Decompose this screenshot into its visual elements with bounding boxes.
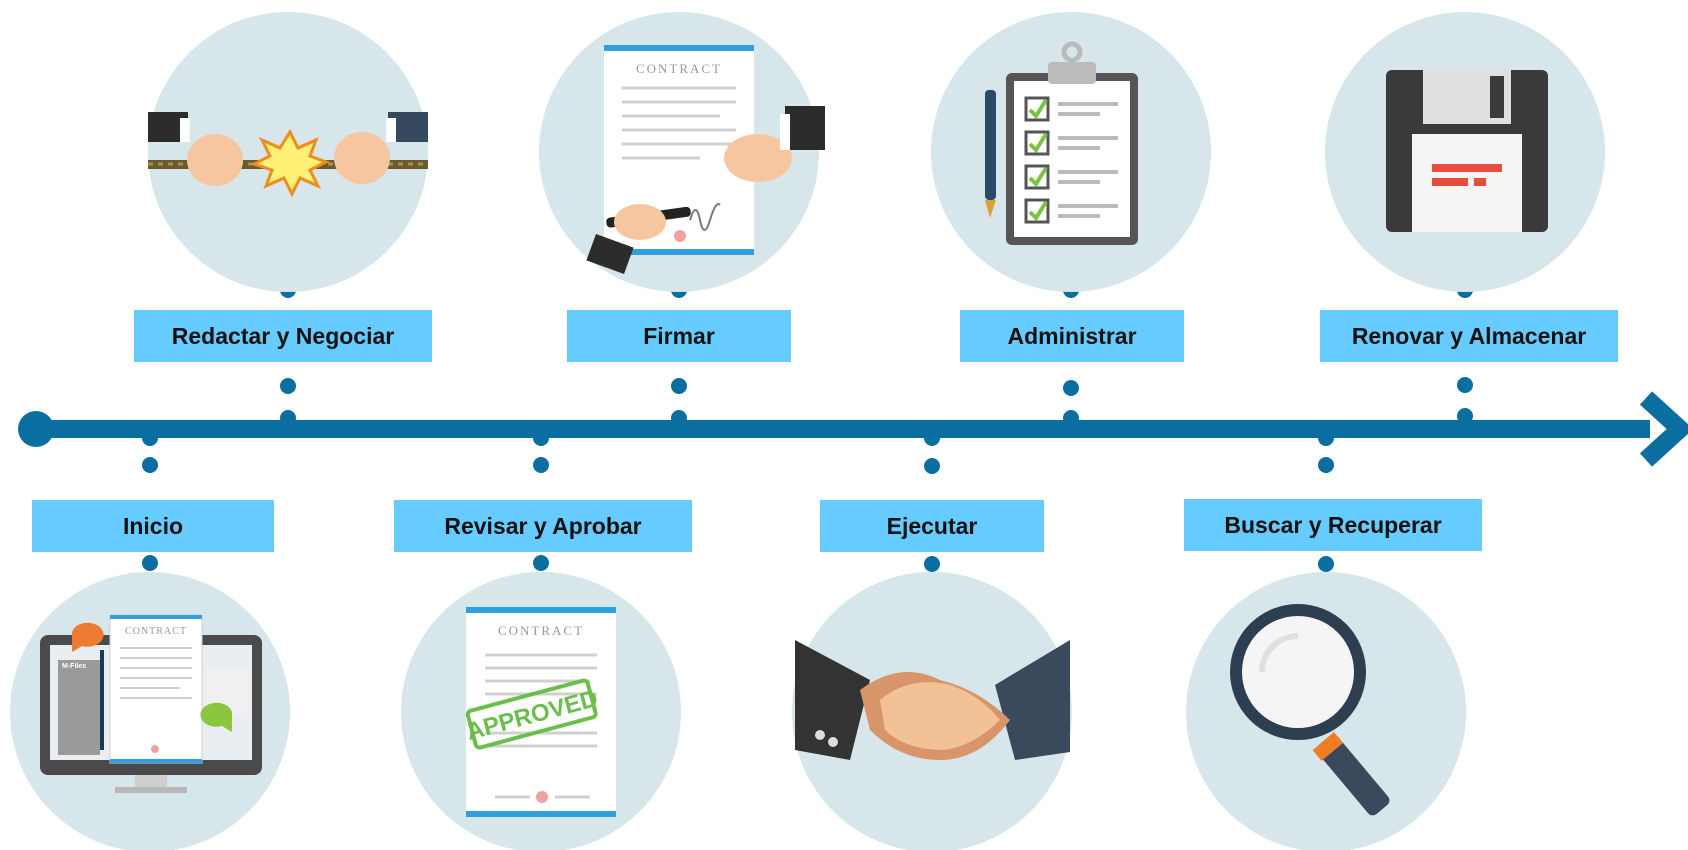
stage-label-redactar: Redactar y Negociar bbox=[134, 310, 432, 362]
approved-contract-icon: CONTRACT APPROVED bbox=[401, 572, 681, 850]
stage-label-text: Revisar y Aprobar bbox=[444, 512, 642, 539]
stage-label-text: Redactar y Negociar bbox=[171, 322, 395, 349]
stage-label-firmar: Firmar bbox=[567, 310, 791, 362]
magnifying-glass-icon bbox=[1186, 572, 1466, 850]
svg-text:CONTRACT: CONTRACT bbox=[636, 61, 722, 76]
bottom-connectors bbox=[142, 430, 1334, 572]
svg-text:CONTRACT: CONTRACT bbox=[498, 623, 584, 638]
stage-label-text: Ejecutar bbox=[886, 512, 978, 539]
signing-contract-icon: CONTRACT bbox=[539, 12, 825, 292]
stage-label-administrar: Administrar bbox=[960, 310, 1184, 362]
stage-label-text: Buscar y Recuperar bbox=[1224, 511, 1442, 538]
clipboard-checklist-icon bbox=[931, 12, 1211, 292]
tug-of-war-hands-icon bbox=[148, 12, 428, 292]
stage-label-renovar: Renovar y Almacenar bbox=[1320, 310, 1618, 362]
stage-label-text: Renovar y Almacenar bbox=[1351, 322, 1587, 349]
svg-text:CONTRACT: CONTRACT bbox=[125, 626, 187, 637]
timeline-axis bbox=[18, 391, 1688, 467]
stage-label-revisar: Revisar y Aprobar bbox=[394, 500, 692, 552]
stage-label-buscar: Buscar y Recuperar bbox=[1184, 499, 1482, 551]
handshake-icon bbox=[792, 572, 1072, 850]
monitor-contract-icon: M-Files CONTRACT bbox=[10, 572, 290, 850]
stage-label-ejecutar: Ejecutar bbox=[820, 500, 1044, 552]
stage-label-text: Inicio bbox=[122, 512, 184, 539]
stage-label-inicio: Inicio bbox=[32, 500, 274, 552]
axis-arrowhead-icon bbox=[1639, 391, 1688, 467]
stage-label-text: Administrar bbox=[1007, 322, 1137, 349]
axis-start-dot bbox=[18, 411, 54, 447]
floppy-disk-icon bbox=[1325, 12, 1605, 292]
svg-text:M-Files: M-Files bbox=[62, 663, 86, 670]
top-connectors bbox=[280, 282, 1473, 426]
stage-label-text: Firmar bbox=[643, 322, 715, 349]
